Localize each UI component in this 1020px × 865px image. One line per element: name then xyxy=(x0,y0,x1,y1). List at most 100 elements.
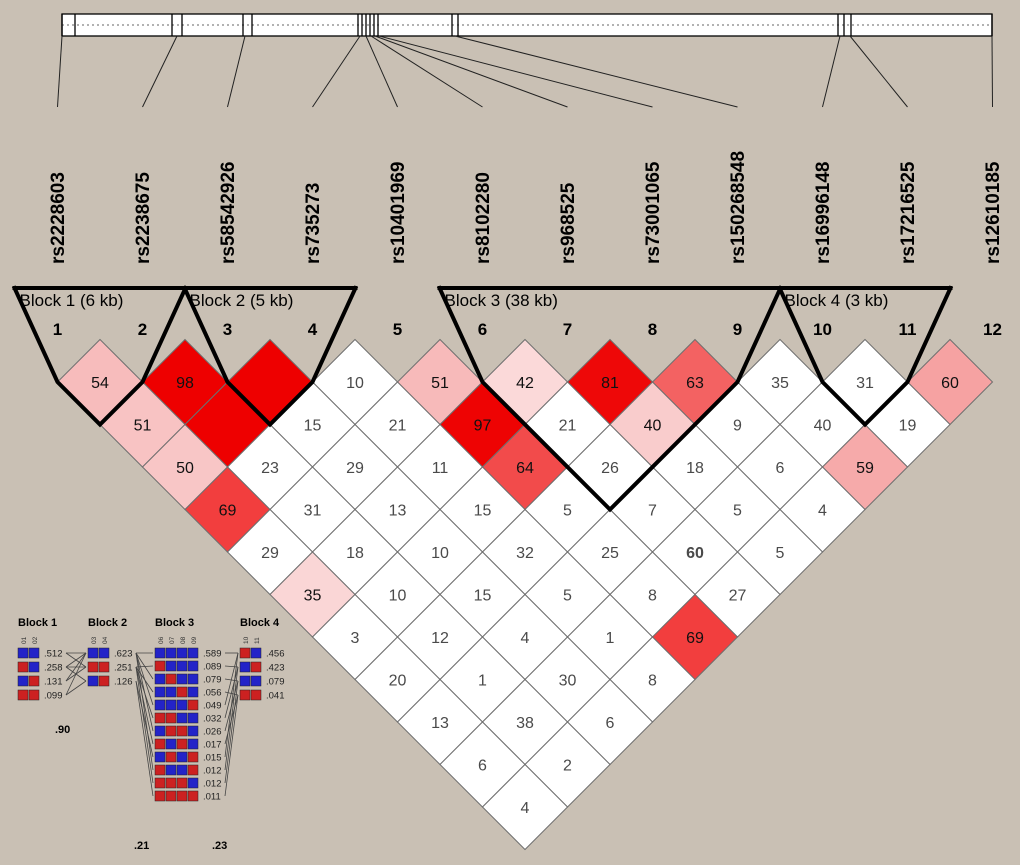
ld-cell-value: 9 xyxy=(733,418,742,435)
hap-block-header: Block 3 xyxy=(155,617,194,629)
hap-allele-square xyxy=(98,675,110,687)
hap-allele-square xyxy=(187,673,199,685)
ld-cell-value: 35 xyxy=(771,375,789,392)
snp-connector-line xyxy=(365,35,398,108)
ld-cell-value: 10 xyxy=(431,545,449,562)
hap-col-index: 09 xyxy=(191,636,198,644)
hap-allele-square xyxy=(17,689,29,701)
snp-name-label: rs2228603 xyxy=(48,172,69,264)
hap-frequency: .017 xyxy=(203,740,222,751)
hap-allele-square xyxy=(87,661,99,673)
ld-cell-value: 1 xyxy=(478,673,487,690)
ld-cell-value: 42 xyxy=(516,375,534,392)
hap-frequency: .041 xyxy=(266,691,285,702)
hap-allele-square xyxy=(176,686,188,698)
snp-connector-line xyxy=(374,35,568,108)
hap-allele-square xyxy=(176,790,188,802)
hap-allele-square xyxy=(239,661,251,673)
hap-col-index: 11 xyxy=(254,637,261,644)
snp-name-label: rs16996148 xyxy=(813,162,834,265)
ld-cell-value: 8 xyxy=(648,588,657,605)
snp-connector-line xyxy=(370,35,483,108)
ld-cell-value: 5 xyxy=(733,503,742,520)
hap-allele-square xyxy=(187,790,199,802)
ld-cell-value: 7 xyxy=(648,503,657,520)
hap-allele-square xyxy=(176,712,188,724)
block-label: Block 3 (38 kb) xyxy=(445,291,558,310)
ld-cell-value: 3 xyxy=(351,630,360,647)
hap-crossing-line xyxy=(135,666,154,784)
hap-allele-square xyxy=(154,790,166,802)
hap-crossing-line xyxy=(224,666,239,719)
hap-frequency: .589 xyxy=(203,649,222,660)
hap-frequency: .251 xyxy=(114,663,133,674)
ld-cell-value: 6 xyxy=(606,715,615,732)
hap-col-index: 07 xyxy=(169,636,176,644)
hap-allele-square xyxy=(154,699,166,711)
hap-allele-square xyxy=(17,661,29,673)
hap-crossing-line xyxy=(224,694,239,797)
hap-frequency: .079 xyxy=(266,677,285,688)
hap-frequency: .623 xyxy=(114,649,133,660)
hap-allele-square xyxy=(176,725,188,737)
ld-cell-value: 4 xyxy=(521,800,530,817)
hap-allele-square xyxy=(176,764,188,776)
ld-cell-value: 13 xyxy=(389,503,407,520)
hap-allele-square xyxy=(17,647,29,659)
snp-number-label: 4 xyxy=(308,320,318,339)
ld-cell-value: 11 xyxy=(432,460,449,477)
ld-cell-value: 5 xyxy=(563,503,572,520)
ld-cell-value: 69 xyxy=(686,630,704,647)
hap-allele-square xyxy=(154,738,166,750)
snp-connector-line xyxy=(142,35,178,108)
ld-cell-value: 97 xyxy=(474,418,492,435)
hap-allele-square xyxy=(165,764,177,776)
block-outline xyxy=(11,285,189,428)
hap-allele-square xyxy=(176,699,188,711)
snp-connector-line xyxy=(991,35,993,108)
hap-allele-square xyxy=(176,673,188,685)
ld-cell-value: 32 xyxy=(516,545,534,562)
hap-allele-square xyxy=(154,764,166,776)
snp-number-label: 2 xyxy=(138,320,147,339)
hap-allele-square xyxy=(154,673,166,685)
hap-allele-square xyxy=(250,689,262,701)
hap-allele-square xyxy=(176,738,188,750)
hap-frequency: .012 xyxy=(203,779,222,790)
hap-crossing-line xyxy=(65,652,87,682)
hap-crossing-line xyxy=(135,680,154,758)
snp-connector-line xyxy=(57,35,63,108)
hap-frequency: .049 xyxy=(203,701,222,712)
hap-allele-square xyxy=(187,686,199,698)
ld-cell-value: 54 xyxy=(91,375,109,392)
ld-cell-value: 5 xyxy=(563,588,572,605)
hap-crossing-line xyxy=(224,652,239,706)
ld-cell-value: 23 xyxy=(261,460,279,477)
hap-allele-square xyxy=(187,712,199,724)
snp-number-label: 7 xyxy=(563,320,572,339)
ld-cell-value: 60 xyxy=(941,375,959,392)
ld-cell-value: 35 xyxy=(304,588,322,605)
hap-col-index: 02 xyxy=(32,636,39,644)
hap-allele-square xyxy=(165,790,177,802)
hap-block-header: Block 2 xyxy=(88,617,127,629)
hap-allele-square xyxy=(176,647,188,659)
hap-frequency: .131 xyxy=(44,677,63,688)
hap-allele-square xyxy=(187,764,199,776)
ld-cell-value: 4 xyxy=(521,630,530,647)
hap-col-index: 03 xyxy=(91,636,98,644)
snp-number-label: 9 xyxy=(733,320,742,339)
snp-name-label: rs968525 xyxy=(558,182,579,264)
hap-frequency: .026 xyxy=(203,727,222,738)
hap-frequency: .032 xyxy=(203,714,222,725)
ld-cell-value: 31 xyxy=(304,503,322,520)
hap-allele-square xyxy=(176,777,188,789)
block-label: Block 1 (6 kb) xyxy=(20,291,124,310)
hap-allele-square xyxy=(28,647,40,659)
ld-cell-value: 26 xyxy=(601,460,619,477)
ld-cell-value: 18 xyxy=(346,545,364,562)
snp-number-label: 11 xyxy=(899,320,917,339)
hap-allele-square xyxy=(17,675,29,687)
hap-allele-square xyxy=(187,660,199,672)
